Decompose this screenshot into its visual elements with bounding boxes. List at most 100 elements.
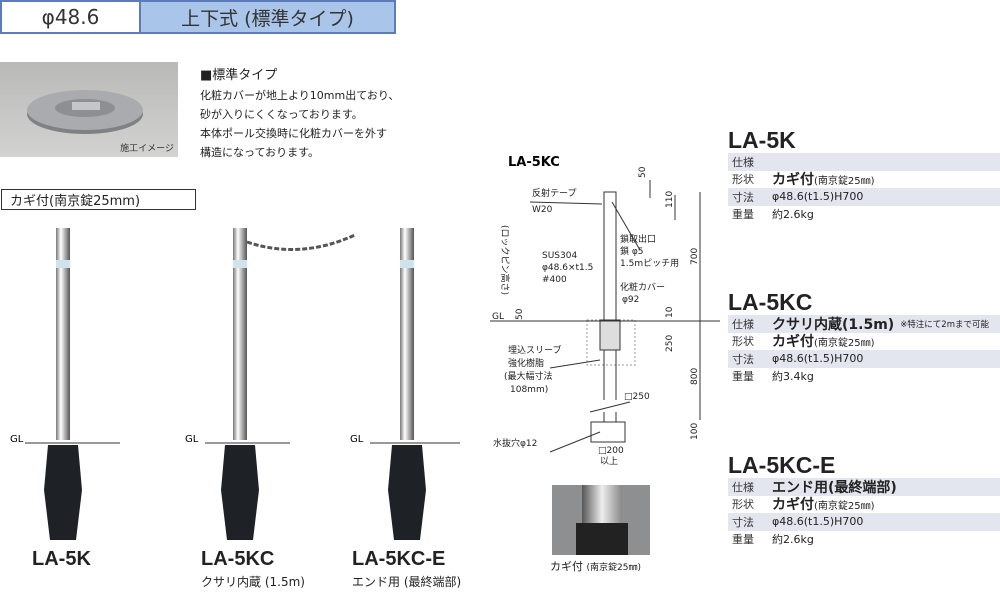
spec-model: LA-5KC	[728, 289, 813, 315]
spec-key: 仕様	[732, 480, 754, 494]
intro-text: 化粧カバーが地上より10mm出ており、 砂が入りにくくなっております。 本体ポー…	[200, 86, 430, 162]
chain-label: 鎖 φ5	[620, 245, 644, 257]
lock-photo-caption: カギ付 (南京錠25㎜)	[550, 558, 641, 574]
lock-photo	[552, 485, 650, 555]
spec-row: 形状 カギ付(南京錠25㎜)	[728, 171, 1000, 189]
dim-label: 以上	[600, 456, 618, 467]
spec-key: 仕様	[732, 317, 754, 331]
sleeve-label: 108mm)	[510, 385, 548, 395]
dim-label: 10	[665, 306, 675, 318]
intro-line: 構造になっております。	[200, 146, 320, 159]
key-type-label: カギ付(南京錠25mm)	[1, 189, 196, 210]
photo-caption: 施工イメージ	[120, 144, 174, 154]
material-label: φ48.6×t1.5	[542, 263, 593, 273]
diameter-header: φ48.6	[0, 0, 141, 34]
cover-plate-image	[27, 90, 143, 134]
spec-value: カギ付	[772, 334, 814, 351]
spec-row: 形状 カギ付(南京錠25㎜)	[728, 333, 1000, 351]
dim-label: 800	[690, 368, 700, 385]
type-header: 上下式 (標準タイプ)	[139, 0, 396, 34]
spec-key: 寸法	[732, 190, 754, 204]
gl-label: GL	[185, 434, 199, 445]
dim-label: □200	[598, 446, 624, 456]
sleeve-label: 強化樹脂	[508, 357, 544, 369]
material-label: #400	[542, 275, 567, 285]
spec-row: 重量約2.6kg	[728, 206, 1000, 224]
intro-line: 化粧カバーが地上より10mm出ており、	[200, 89, 400, 102]
dim-label: 110	[665, 191, 675, 208]
spec-value: φ48.6(t1.5)H700	[772, 190, 864, 204]
spec-row: 重量 約3.4kg	[728, 368, 1000, 386]
spec-value: 約2.6kg	[772, 533, 814, 547]
spec-key: 重量	[732, 208, 754, 222]
bollard-la-5k	[44, 228, 82, 540]
spec-table-la-5kc: LA-5KC 仕様 クサリ内蔵(1.5m) ※特注にて2mまで可能 形状 カギ付(南京…	[728, 289, 1000, 385]
spec-value: φ48.6(t1.5)H700	[772, 515, 864, 529]
spec-row: 仕様 エンド用(最終端部)	[728, 478, 1000, 496]
spec-key: 寸法	[732, 515, 754, 529]
spec-key: 重量	[732, 370, 754, 384]
sleeve-label: (最大幅寸法	[504, 370, 553, 382]
spec-value: エンド用(最終端部)	[772, 479, 897, 496]
dim-label: □250	[624, 392, 650, 402]
spec-value: クサリ内蔵(1.5m)	[772, 316, 895, 333]
spec-key: 形状	[732, 498, 754, 512]
sleeve-label: 埋込スリーブ	[508, 344, 561, 356]
spec-sub: (南京錠25㎜)	[814, 175, 875, 187]
lockpin-label: (ロックピン高さ)	[499, 225, 511, 295]
chain-label: 鎖取出口	[620, 233, 656, 245]
spec-row: 寸法 φ48.6(t1.5)H700	[728, 188, 1000, 206]
spec-row: 重量 約2.6kg	[728, 531, 1000, 549]
bollard-la-5kc	[221, 228, 356, 540]
spec-sub: (南京錠25㎜)	[814, 337, 875, 349]
tape-label: 反射テープ	[532, 187, 576, 199]
cover-label: φ92	[622, 295, 639, 305]
spec-table-la-5k: LA-5K 仕様 形状 カギ付(南京錠25㎜) 寸法 φ48.6(t1.5)H700…	[728, 127, 1000, 223]
technical-diagram: LA-5KC 反射テープ W20 (ロックピン高さ) SUS304 φ48.6×…	[490, 155, 720, 467]
spec-value: 約3.4kg	[772, 370, 814, 384]
model-sub: エンド用 (最終端部)	[352, 575, 462, 589]
drain-label: 水抜穴φ12	[493, 437, 537, 449]
caption-main: カギ付	[550, 560, 583, 573]
bollard-illustrations: GL GL GL	[10, 228, 460, 540]
gl-label: GL	[10, 434, 24, 445]
installation-photo: 施工イメージ	[0, 62, 178, 157]
model-label: LA-5K	[32, 548, 91, 570]
dim-label: 700	[690, 248, 700, 265]
material-label: SUS304	[542, 251, 577, 261]
model-label: LA-5KC	[201, 548, 275, 570]
cover-label: 化粧カバー	[620, 281, 665, 293]
spec-row: 形状 カギ付(南京錠25㎜)	[728, 496, 1000, 514]
spec-key: 形状	[732, 335, 754, 349]
spec-key: 寸法	[732, 352, 754, 366]
intro-line: 砂が入りにくくなっております。	[200, 108, 363, 121]
gl-label: GL	[492, 312, 504, 322]
dim-label: 50	[515, 308, 525, 320]
chain-label: 1.5mピッチ用	[620, 258, 679, 269]
spec-row: 寸法 φ48.6(t1.5)H700	[728, 513, 1000, 531]
spec-value: カギ付	[772, 172, 814, 189]
spec-model: LA-5K	[728, 127, 796, 153]
tape-width: W20	[532, 205, 553, 215]
spec-row: 仕様 クサリ内蔵(1.5m) ※特注にて2mまで可能	[728, 315, 1000, 333]
dim-label: 50	[638, 166, 648, 178]
spec-key: 重量	[732, 533, 754, 547]
dim-label: 250	[665, 335, 675, 352]
spec-value: φ48.6(t1.5)H700	[772, 352, 864, 366]
spec-model: LA-5KC-E	[728, 452, 836, 478]
intro-line: 本体ポール交換時に化粧カバーを外す	[200, 127, 387, 140]
spec-value: カギ付	[772, 497, 814, 514]
diagram-title: LA-5KC	[508, 155, 560, 170]
spec-key: 形状	[732, 173, 754, 187]
spec-row: 仕様	[728, 153, 1000, 171]
spec-row: 寸法 φ48.6(t1.5)H700	[728, 350, 1000, 368]
dim-label: 100	[690, 423, 700, 440]
intro-heading: ■標準タイプ	[200, 68, 278, 83]
spec-sub: (南京錠25㎜)	[814, 500, 875, 512]
gl-label: GL	[350, 434, 364, 445]
chain	[246, 233, 356, 251]
spec-table-la-5kc-e: LA-5KC-E 仕様 エンド用(最終端部) 形状 カギ付(南京錠25㎜) 寸法 φ4…	[728, 452, 1000, 548]
caption-sub: (南京錠25㎜)	[586, 563, 641, 573]
spec-key: 仕様	[732, 155, 754, 169]
spec-note: ※特注にて2mまで可能	[900, 319, 989, 330]
